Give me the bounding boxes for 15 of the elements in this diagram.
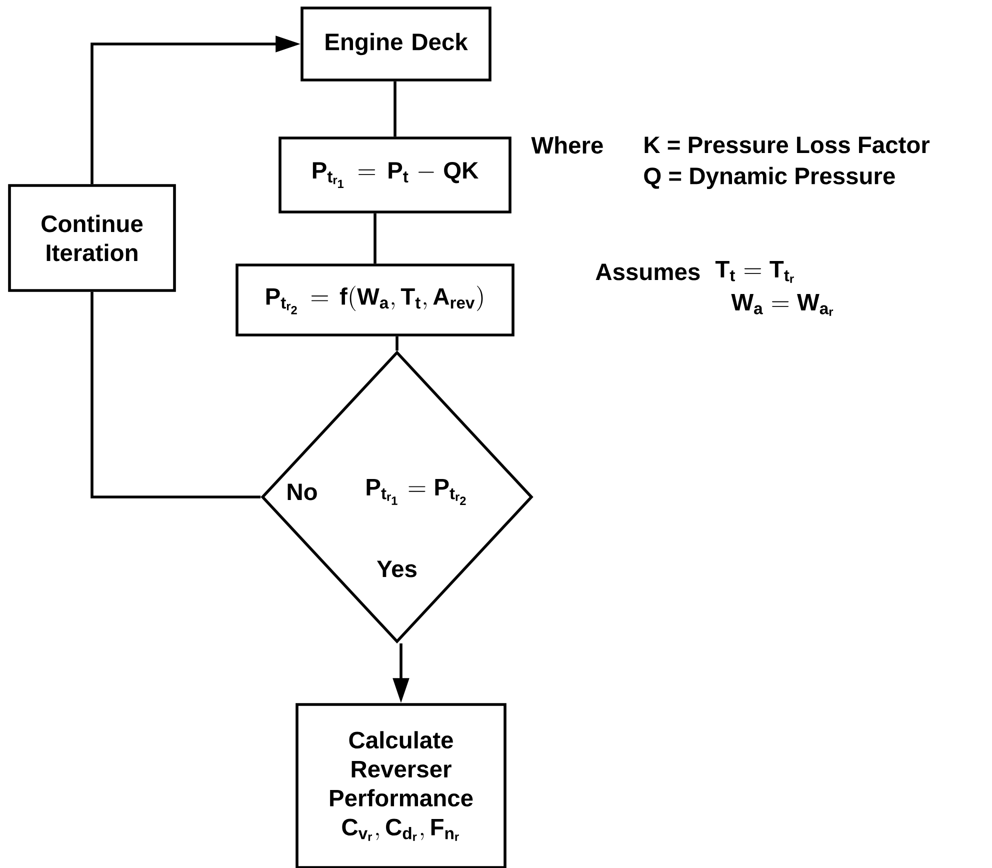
note-text: Where (531, 136, 603, 154)
process-box: $P_{t_{r_2}} = f(W_a, T_t, A_{rev})$ (236, 264, 514, 336)
note-text: $W_a = W_{a_r}$ (731, 294, 834, 316)
note-text: Assumes (596, 264, 700, 280)
note-text: K = Pressure Loss Factor (644, 136, 930, 154)
process-box: Continue Iteration (8, 184, 176, 292)
connector-line (394, 81, 396, 137)
connector-line (396, 336, 398, 351)
process-box: Engine Deck (300, 6, 492, 82)
connector-line (374, 213, 376, 264)
note-text: Q = Dynamic Pressure (644, 166, 895, 190)
note-text: $T_t = T_{t_r}$ (715, 261, 794, 283)
process-box: Calculate Reverser Performance $C_{v_r}, C_{d_r}, F_{n_r}$ (296, 703, 506, 868)
connector-line (90, 292, 261, 498)
process-box: $P_{t_{r_1}} = P_t - QK$ (278, 136, 512, 214)
